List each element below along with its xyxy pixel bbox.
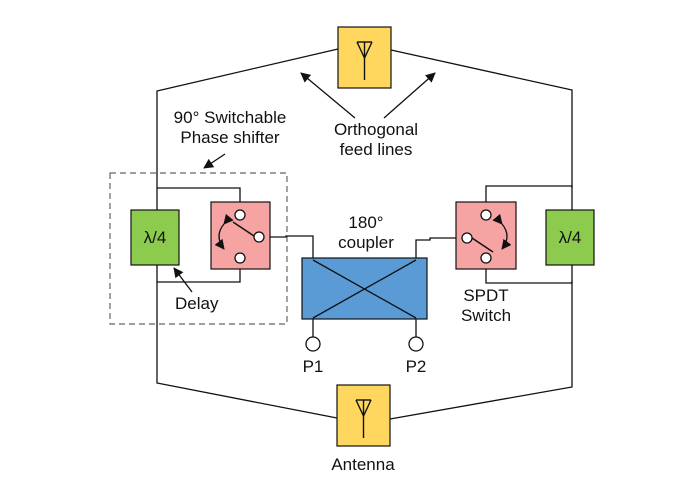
phase-shifter-label-line1: 90° Switchable <box>173 108 287 127</box>
feed-line-top-right <box>390 49 573 188</box>
left-spdt-switch-icon <box>210 201 271 270</box>
phase-shifter-box <box>109 172 288 325</box>
port2-label: P2 <box>405 357 427 376</box>
phase-shifter-label-line2: Phase shifter <box>180 128 280 147</box>
annotation-arrows <box>173 72 436 293</box>
top-antenna-icon <box>337 26 392 89</box>
bottom-antenna-icon <box>336 384 391 447</box>
feed-lines <box>156 48 573 420</box>
orthogonal-feed-label: Orthogonal feed lines <box>316 120 436 160</box>
port1-terminal <box>305 336 321 352</box>
phase-shifter-arrow <box>203 153 226 169</box>
delay-arrow <box>173 267 193 293</box>
delay-caption: Delay <box>175 294 219 313</box>
orthogonal-arrow-left <box>300 72 356 119</box>
orthogonal-label-line1: Orthogonal <box>333 120 419 139</box>
feed-line-bottom-left <box>156 282 338 419</box>
right-shifter-wiring <box>415 185 573 284</box>
antenna-label: Antenna <box>331 455 395 474</box>
spdt-label-line1: SPDT <box>463 286 509 305</box>
coupler-label-line1: 180° <box>348 213 384 232</box>
delay-right-box <box>545 209 595 266</box>
phase-shifter-label: 90° Switchable Phase shifter <box>150 108 310 148</box>
feed-line-bottom-right <box>389 281 573 420</box>
right-spdt-switch-icon <box>455 201 517 270</box>
delay-left-text: λ/4 <box>144 228 167 247</box>
spdt-label-line2: Switch <box>460 306 512 325</box>
coupler-label-line2: coupler <box>338 233 394 252</box>
coupler-icon <box>301 257 428 352</box>
port1-label: P1 <box>302 357 324 376</box>
feed-line-top-left <box>156 48 339 188</box>
delay-left-box <box>130 209 180 266</box>
delay-right-text: λ/4 <box>559 228 582 247</box>
orthogonal-arrow-right <box>383 72 436 119</box>
port2-terminal <box>408 336 424 352</box>
spdt-switch-label: SPDT Switch <box>446 286 526 326</box>
coupler-label: 180° coupler <box>316 213 416 253</box>
orthogonal-label-line2: feed lines <box>339 140 413 159</box>
